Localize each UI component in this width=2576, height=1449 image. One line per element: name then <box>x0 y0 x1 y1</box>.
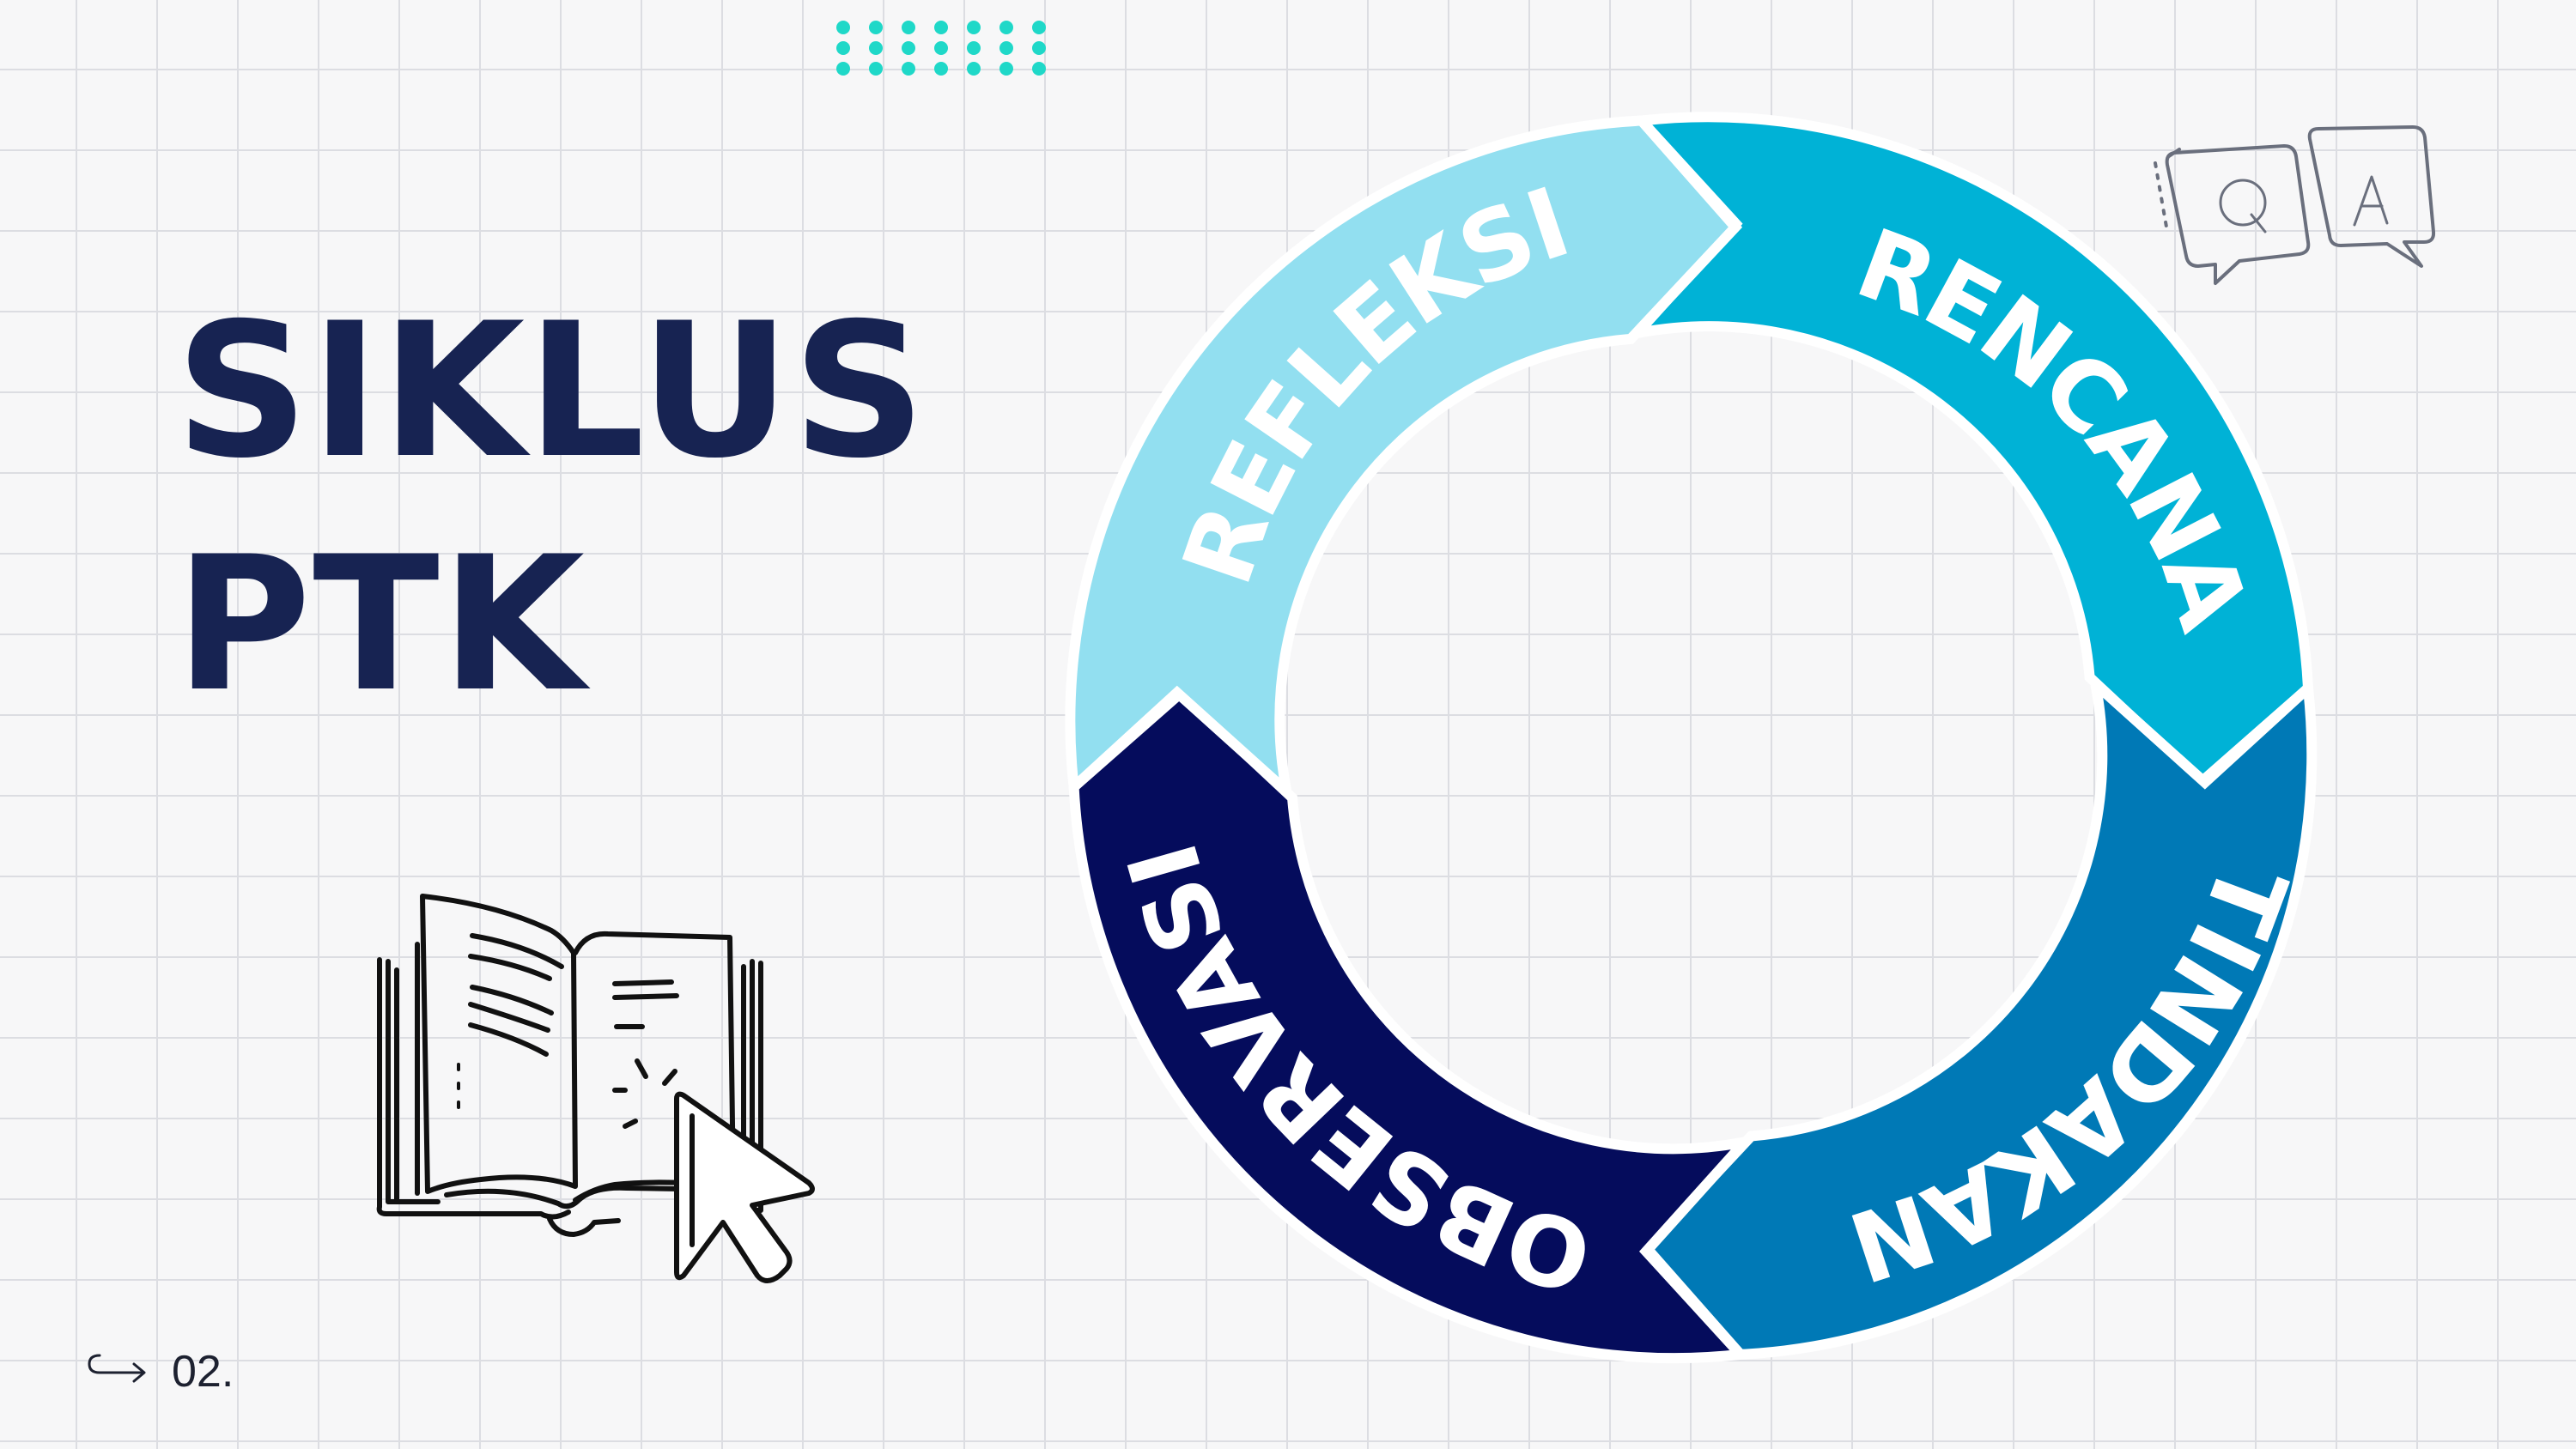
dot <box>999 21 1013 34</box>
dot <box>934 21 948 34</box>
dot <box>836 62 850 76</box>
dot <box>1032 41 1046 55</box>
dot <box>869 62 883 76</box>
qa-chat-icon: Q A <box>2138 103 2436 285</box>
dot <box>967 41 981 55</box>
segment-refleksi <box>1065 115 1743 805</box>
title-line-2: PTK <box>175 517 587 732</box>
dot-pattern <box>836 21 1046 76</box>
dot <box>836 21 850 34</box>
slide-title: SIKLUS PTK <box>175 275 927 742</box>
dot <box>1032 62 1046 76</box>
return-arrow-icon <box>88 1354 146 1383</box>
segment-rencana <box>1623 112 2314 789</box>
dot <box>836 41 850 55</box>
dot <box>869 41 883 55</box>
dot <box>902 21 915 34</box>
title-line-1: SIKLUS <box>175 283 928 499</box>
open-book-cursor-icon <box>376 894 815 1283</box>
dot <box>999 62 1013 76</box>
dot <box>869 21 883 34</box>
dot <box>967 62 981 76</box>
page-number: 02. <box>172 1347 234 1397</box>
dot <box>934 41 948 55</box>
dot <box>999 41 1013 55</box>
dot <box>934 62 948 76</box>
dot <box>967 21 981 34</box>
q-letter: Q <box>2138 103 2139 104</box>
page-number-indicator: 02. <box>82 1346 234 1397</box>
segment-tindakan <box>1639 670 2318 1361</box>
dot <box>902 41 915 55</box>
dot <box>902 62 915 76</box>
segment-observasi <box>1068 686 1759 1364</box>
dot <box>1032 21 1046 34</box>
a-letter: A <box>2138 103 2139 104</box>
